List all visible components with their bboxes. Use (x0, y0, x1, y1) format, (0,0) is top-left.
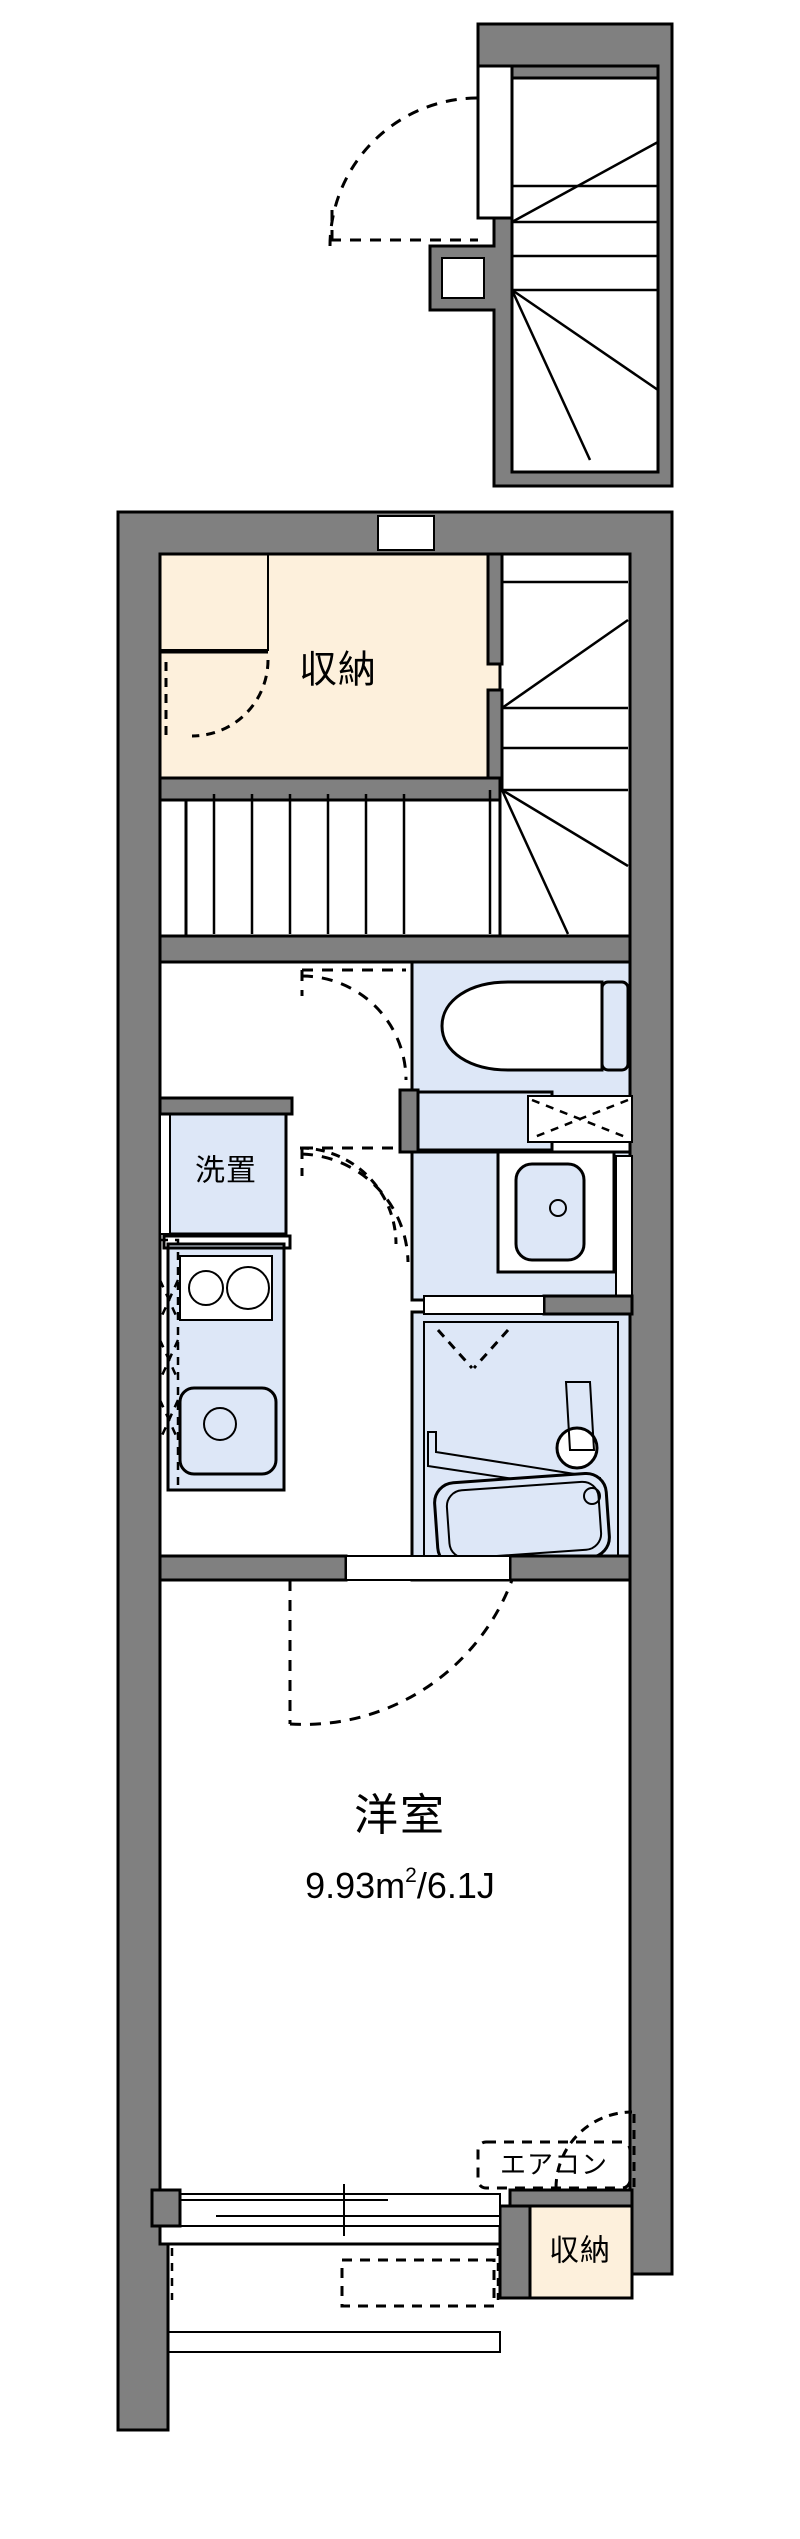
bathroom-head-band (542, 1294, 634, 1316)
air-conditioner-icon (476, 2140, 632, 2190)
kitchen-wall-cabinet (158, 1238, 180, 1492)
stairs-winder-fan (500, 788, 629, 935)
stair-pier-upper (486, 552, 504, 666)
stove-burner-left-icon (188, 1270, 224, 1306)
upper-stair-block (328, 22, 674, 488)
main-room-name-label: 洋室 (354, 1790, 446, 1841)
bathroom-threshold (423, 1295, 545, 1315)
wet-area-mullion-1 (398, 1088, 420, 1154)
washbasin-drain-icon (549, 1199, 567, 1217)
stair-head-band (158, 776, 502, 802)
laundry-head-band (158, 1096, 294, 1116)
balcony-rail-outline (340, 2258, 496, 2308)
main-room-area-sup: 2 (405, 1864, 417, 1887)
toilet-icon (440, 980, 604, 1072)
washroom-folding-door-icon (531, 1098, 629, 1140)
main-room-area-label: 9.93m2/6.1J (305, 1864, 495, 1906)
upper-stair-treads (512, 184, 658, 292)
stairs-straight-run (184, 788, 502, 938)
bathtub-inner-icon (445, 1480, 603, 1560)
laundry-door-swing (299, 1146, 398, 1245)
stairs-upper-treads (502, 580, 628, 792)
main-room-area-suffix: /6.1J (417, 1865, 495, 1906)
stair-pier-lower (486, 688, 504, 792)
upper-landing-strip (476, 64, 514, 220)
air-conditioner-label: エアコン (500, 2151, 608, 2181)
toilet-door-swing (301, 974, 408, 1081)
storage-lower-label: 収納 (549, 2234, 611, 2269)
storage-upper-label: 収納 (299, 648, 377, 692)
upper-stair-well (510, 64, 660, 474)
bath-door-icon (436, 1328, 510, 1370)
main-dwelling-block: 収納 (116, 510, 674, 2432)
stove-burner-right-icon (226, 1266, 270, 1310)
shower-riser-icon (564, 1381, 596, 1451)
storage-lower-door-swing (554, 2110, 633, 2189)
storage-lower-pier (498, 2204, 532, 2300)
stairs-treads (212, 794, 406, 934)
window-left-nib (150, 2188, 182, 2228)
room-door-swing (289, 1579, 514, 1726)
laundry-space-room (164, 1110, 288, 1236)
storage-upper-door-swing (191, 659, 270, 738)
upper-stairwell-head-band (510, 64, 660, 80)
main-room-area-prefix: 9.93m (305, 1865, 405, 1906)
window-icon (167, 2193, 501, 2227)
stair-foot-band (158, 934, 632, 964)
bathtub-drain-icon (583, 1487, 601, 1505)
room-door-opening (345, 1555, 511, 1581)
upper-entry-door-swing (328, 96, 479, 247)
room-partition-wall (158, 1554, 348, 1582)
laundry-left-strip (159, 1111, 171, 1235)
cistern-icon (600, 980, 630, 1072)
room-partition-wall-right (508, 1554, 632, 1582)
washroom-door-swing (301, 1152, 410, 1263)
laundry-label: 洗置 (195, 1154, 257, 1189)
sink-icon (178, 1386, 278, 1476)
stairs-upper-winder (501, 618, 629, 710)
storage-upper-window (377, 515, 435, 551)
washroom-towel-niche (615, 1155, 633, 1301)
sink-drain-icon (203, 1407, 237, 1441)
stairs-enclosure (498, 552, 632, 976)
storage-upper-shelf (159, 553, 269, 651)
upper-stair-winders-top (511, 140, 659, 224)
upper-stair-winders-bottom (510, 288, 659, 461)
shower-mixer-icon (555, 1426, 599, 1470)
entry-porch (167, 2331, 501, 2353)
storage-lower-head-band (508, 2188, 634, 2208)
kitchen-counter-lip (162, 1234, 292, 1250)
upper-wall-recess (441, 257, 485, 299)
storage-upper-room (158, 552, 502, 786)
